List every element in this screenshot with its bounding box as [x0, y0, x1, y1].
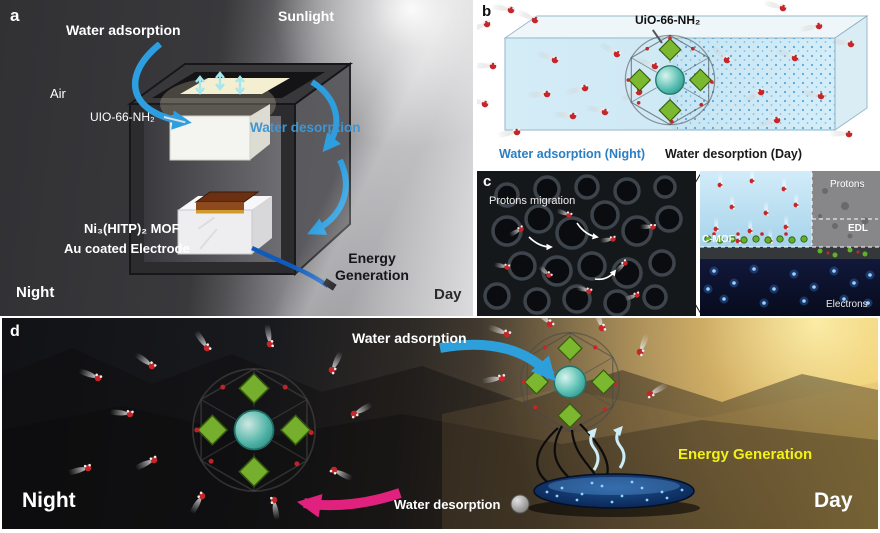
glass-chamber-illustration — [477, 0, 869, 139]
vapor-arrows-icon — [195, 71, 245, 95]
panel-a: a Water adsorption Sunlight Air UIO-66-N… — [0, 0, 473, 316]
adsorption-arrow — [439, 339, 556, 382]
adsorption-caption-b: Water adsorption (Night) — [499, 147, 646, 161]
panel-c-schematic: Protons EDL C-MOF Electrons — [700, 171, 880, 316]
water-desorption-label-a: Water desorption — [250, 120, 361, 135]
uio-66-label-b: UiO-66-NH₂ — [635, 13, 701, 27]
ni-mof-label: Ni₃(HITP)₂ MOF — [84, 221, 180, 236]
sunlight-label: Sunlight — [278, 8, 334, 24]
power-cable — [251, 245, 330, 288]
device-inner-electrode-box — [177, 191, 272, 255]
steam-arrows — [586, 425, 626, 471]
water-adsorption-label-d: Water adsorption — [352, 330, 467, 346]
panel-d: d Water adsorption Energy Generation Wat… — [2, 318, 878, 529]
protons-label: Protons — [830, 179, 865, 190]
day-label-a: Day — [434, 286, 462, 303]
electrons-dots — [703, 264, 875, 308]
desorption-arrow — [296, 488, 402, 518]
water-desorption-label-d: Water desorption — [394, 497, 501, 512]
layered-device-schematic — [700, 171, 880, 316]
electron-layer — [700, 259, 880, 316]
pores — [483, 174, 683, 316]
panel-c: c Protons migration — [477, 171, 880, 316]
metal-ball — [510, 494, 530, 514]
desorption-arrows — [307, 79, 349, 235]
edl-label: EDL — [848, 223, 868, 234]
panel-a-label: a — [10, 6, 20, 25]
mof-cluster-night-icon — [191, 367, 317, 493]
panel-d-label: d — [10, 323, 20, 340]
air-label: Air — [50, 86, 66, 101]
desorption-caption-b: Water desorption (Day) — [665, 147, 803, 161]
generator-disc — [510, 473, 700, 517]
layer-dashed-lines — [700, 173, 880, 248]
cmof-layer — [700, 247, 880, 259]
night-label-d: Night — [22, 489, 76, 512]
au-electrode-label: Au coated Electrode — [64, 241, 190, 256]
energy-generation-label-a: Energy Generation — [335, 250, 409, 283]
device-illustration — [126, 42, 354, 291]
cable-plug — [322, 278, 337, 291]
mof-cluster-day-icon — [519, 331, 621, 433]
cmof-surface-dots — [817, 247, 868, 258]
zoom-callout-lines — [694, 172, 702, 315]
migration-arrows — [528, 222, 617, 281]
edl-particles — [704, 232, 808, 244]
porous-structure-image — [483, 174, 683, 316]
panel-b: b UiO-66-NH₂ Water adsorption (Night) Wa… — [477, 0, 880, 168]
energy-generation-label-d: Energy Generation — [678, 446, 813, 463]
panel-c-label: c — [483, 173, 492, 190]
c-mof-label: C-MOF — [702, 234, 735, 245]
night-label-a: Night — [16, 284, 55, 301]
water-adsorption-label-a: Water adsorption — [66, 22, 181, 38]
panel-c-micrograph: c Protons migration — [477, 171, 696, 316]
electrons-label: Electrons — [826, 299, 868, 310]
mof-cluster-icon — [624, 34, 716, 126]
protons-migration-label: Protons migration — [489, 195, 576, 207]
panel-b-label: b — [482, 3, 492, 20]
landscape-illustration — [2, 318, 878, 529]
day-label-d: Day — [814, 489, 853, 512]
uio-66-label-a: UIO-66-NH₂ — [90, 110, 155, 124]
